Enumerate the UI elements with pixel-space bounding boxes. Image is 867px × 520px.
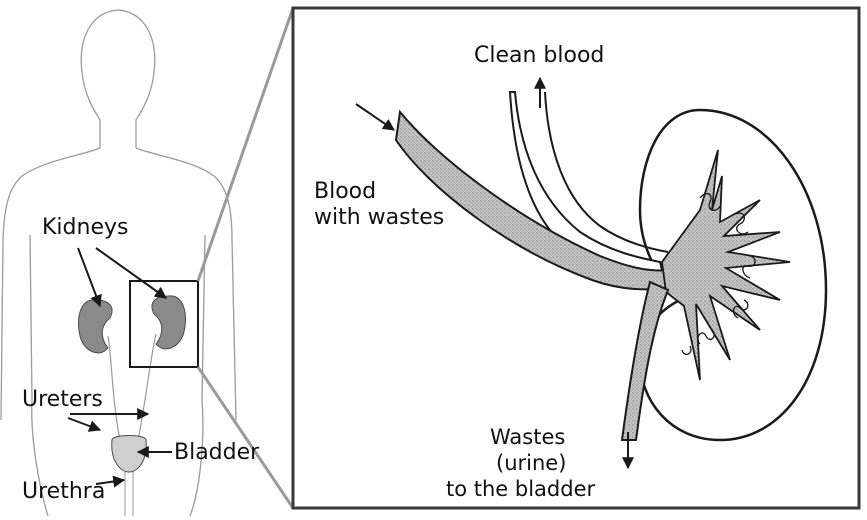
label-blood-line2: with wastes [314,205,444,230]
label-wastes-line3: to the bladder [446,477,596,501]
ureters [108,334,156,440]
label-urethra: Urethra [22,479,105,504]
ureters-arrows [68,414,148,430]
label-kidneys: Kidneys [42,215,128,240]
label-ureters: Ureters [22,387,103,412]
label-wastes-line1: Wastes [490,425,565,449]
label-blood-line1: Blood [314,179,376,204]
kidney-right-small [152,296,185,349]
kidneys-arrows [78,248,166,306]
label-clean-blood: Clean blood [474,43,604,68]
zoom-connectors [198,8,293,508]
label-wastes-line2: (urine) [496,451,566,475]
kidney-left-small [79,300,112,353]
label-bladder: Bladder [174,440,260,465]
bladder [112,436,147,517]
